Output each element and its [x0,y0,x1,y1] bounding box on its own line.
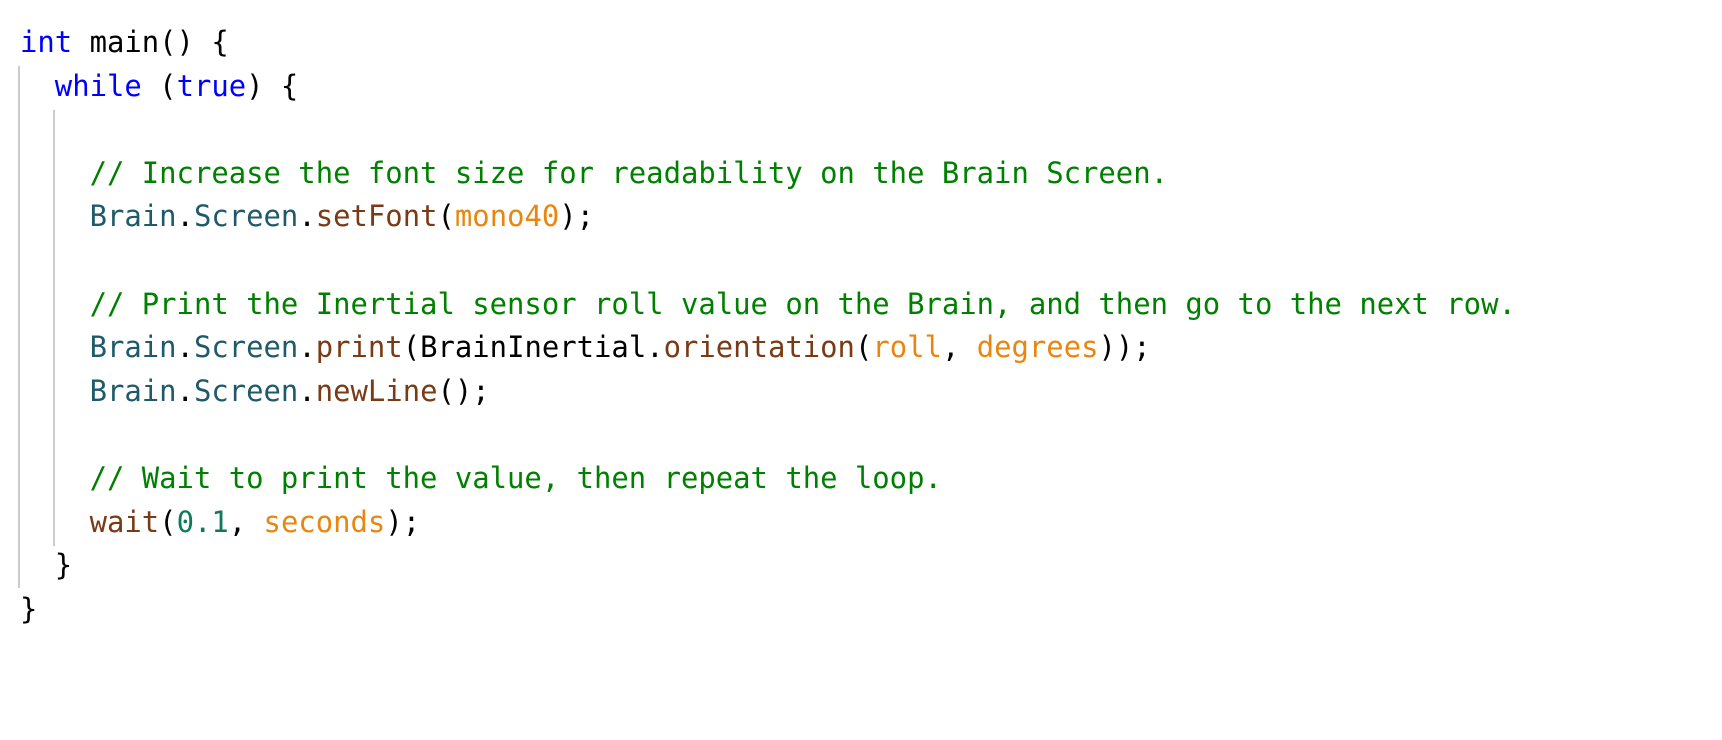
argument-token: seconds [263,504,386,539]
indent-guide-main [18,66,20,588]
plain-token: )); [1098,330,1151,365]
code-line[interactable] [20,239,1516,283]
plain-token: . [176,199,194,234]
plain-token [20,330,90,364]
plain-token: ) { [246,68,299,103]
code-line[interactable]: while (true) { [20,65,1516,109]
plain-token: main() { [72,25,229,59]
function-token: orientation [663,330,855,365]
plain-token: ( [159,504,177,539]
plain-token [20,374,90,408]
plain-token: } [20,591,38,626]
plain-token: . [298,373,316,408]
plain-token [20,287,90,321]
plain-token: } [20,548,73,583]
comment-token: // Wait to print the value, then repeat … [89,460,942,495]
plain-token [20,461,90,495]
object-token: Screen [193,330,299,365]
plain-token: ); [385,504,421,539]
code-line[interactable]: } [20,544,1516,588]
code-line[interactable]: Brain.Screen.setFont(mono40); [20,195,1516,239]
code-line[interactable]: // Print the Inertial sensor roll value … [20,283,1516,327]
plain-token [20,69,55,103]
code-line[interactable]: Brain.Screen.print(BrainInertial.orienta… [20,326,1516,370]
argument-token: mono40 [454,199,560,234]
object-token: Brain [89,330,177,365]
indent-guide-while [53,110,55,546]
comment-token: // Increase the font size for readabilit… [89,155,1168,190]
plain-token: . [298,199,316,234]
code-line[interactable]: Brain.Screen.newLine(); [20,370,1516,414]
code-line[interactable]: // Increase the font size for readabilit… [20,152,1516,196]
code-line[interactable]: wait(0.1, seconds); [20,501,1516,545]
keyword-token: int [20,25,73,59]
function-token: setFont [315,199,438,234]
plain-token: ( [437,199,455,234]
comment-token: // Print the Inertial sensor roll value … [89,286,1516,321]
plain-token: . [176,373,194,408]
plain-token: , [941,330,977,365]
plain-token: ( [141,68,177,103]
function-token: wait [89,504,160,539]
code-editor[interactable]: int main() { while (true) { // Increase … [20,21,1516,631]
plain-token: ( [854,330,873,365]
object-token: Screen [193,373,299,408]
plain-token [20,199,90,233]
plain-token [20,505,90,539]
object-token: Brain [89,199,177,234]
object-token: Screen [193,199,299,234]
plain-token: (); [437,373,490,408]
argument-token: degrees [976,330,1099,365]
plain-token: . [176,330,194,365]
code-line[interactable] [20,413,1516,457]
plain-token: . [298,330,316,365]
plain-token: , [228,504,264,539]
plain-token: (BrainInertial. [402,330,664,365]
object-token: Brain [89,373,177,408]
function-token: newLine [315,373,438,408]
plain-token: ); [559,199,595,234]
keyword-token: true [176,68,247,103]
function-token: print [315,330,403,365]
plain-token [20,156,90,190]
argument-token: roll [872,330,942,365]
code-line[interactable] [20,108,1516,152]
keyword-token: while [54,68,142,103]
number-token: 0.1 [176,504,229,539]
code-line[interactable]: // Wait to print the value, then repeat … [20,457,1516,501]
code-line[interactable]: } [20,588,1516,632]
code-line[interactable]: int main() { [20,21,1516,65]
